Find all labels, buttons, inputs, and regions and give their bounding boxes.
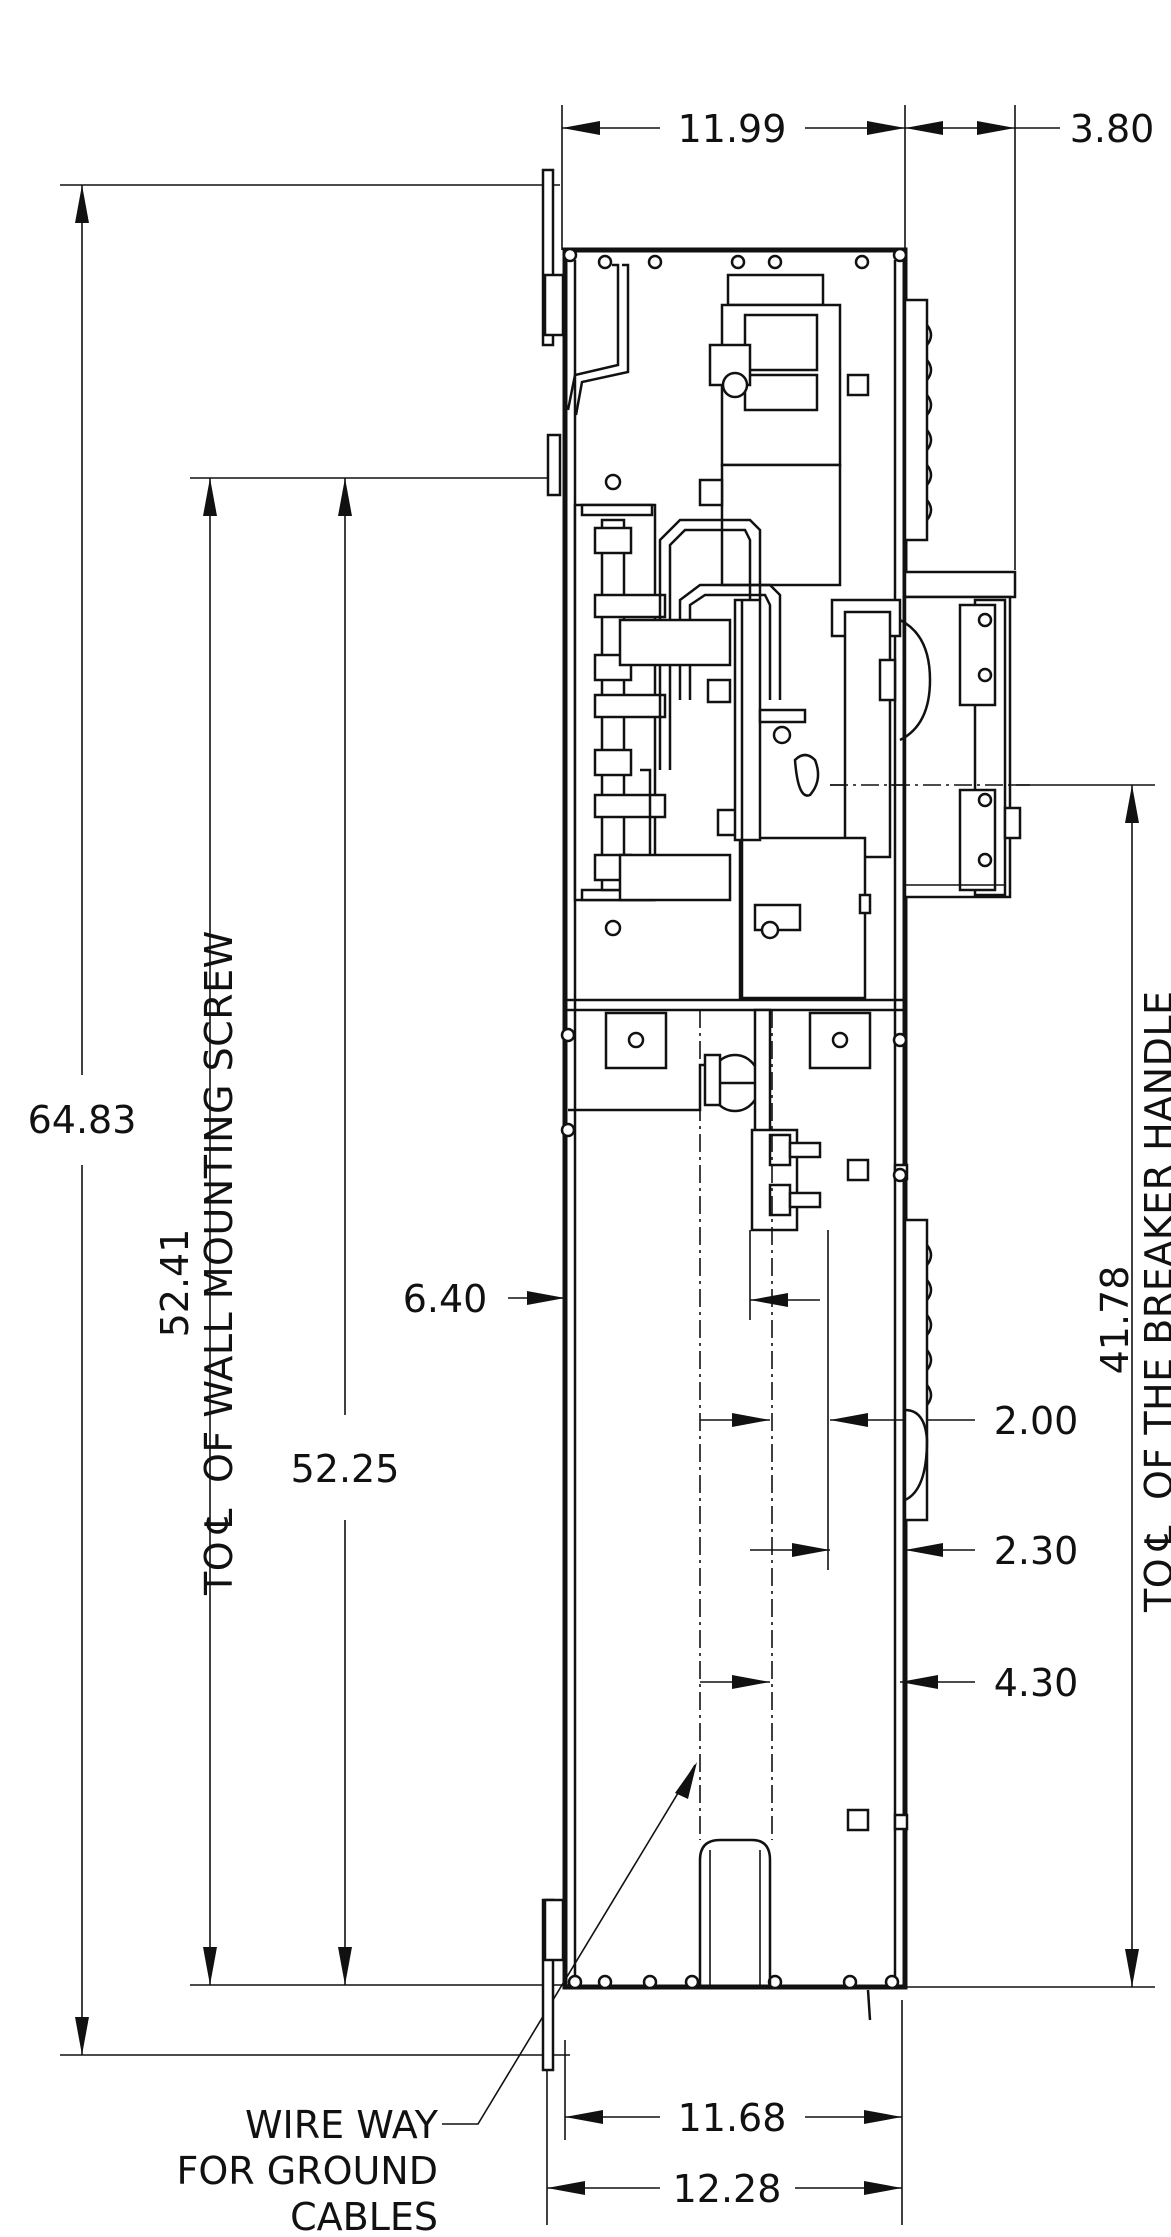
dim-breaker-height: 41.78 [1093,1266,1137,1375]
wire-way-line-3: CABLES [290,2195,438,2237]
dim-wall-screw-b: 52.25 [291,1447,400,1491]
enclosure-body [541,168,1030,2072]
centerline-symbol-breaker: ℄ [1137,1525,1171,1551]
dim-overall-height: 64.83 [28,1098,137,1142]
dimension-values: 11.99 3.80 64.83 52.25 6.40 2.00 2.30 4.… [28,107,1155,2211]
wire-way-line-1: WIRE WAY [245,2103,439,2147]
dim-bottom-inner: 11.68 [678,2096,787,2140]
breaker-handle-label: TO ℄ OF THE BREAKER HANDLE 41.78 [1093,990,1171,1613]
top-bolts [562,247,908,270]
dimension-lines [60,105,1155,2225]
wire-way-line-2: FOR GROUND [176,2149,438,2193]
breaker-prefix: TO [1137,1558,1171,1613]
terminal-lugs [768,1133,822,1217]
wall-screw-prefix: TO [197,1541,241,1596]
dim-bottom-outer: 12.28 [673,2167,782,2211]
dim-wall-screw-a: 52.41 [153,1229,197,1338]
dim-top-right: 3.80 [1070,107,1155,151]
dim-right-c: 4.30 [994,1661,1079,1705]
wall-screw-label: TO ℄ OF WALL MOUNTING SCREW 52.41 [153,930,241,1596]
breaker-suffix: OF THE BREAKER HANDLE [1137,990,1171,1500]
wall-screw-suffix: OF WALL MOUNTING SCREW [197,930,241,1483]
dim-left-offset: 6.40 [403,1277,488,1321]
wire-way-note: WIRE WAY FOR GROUND CABLES [176,2103,438,2237]
hinge-bumps-bottom [925,1244,933,1406]
hinge-bumps-top [925,324,933,521]
dim-right-a: 2.00 [994,1399,1079,1443]
centerline-symbol-wall: ℄ [197,1508,241,1534]
dim-top-width: 11.99 [678,107,787,151]
dim-right-b: 2.30 [994,1529,1079,1573]
